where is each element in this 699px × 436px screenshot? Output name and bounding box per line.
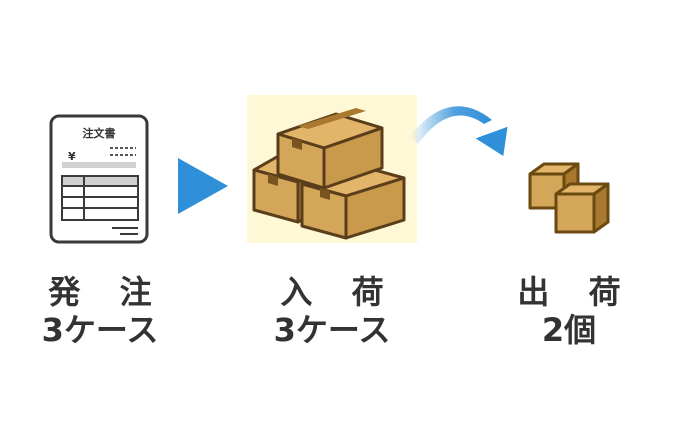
step-arrival-title: 入 荷 xyxy=(280,273,398,311)
order-form-heading: 注文書 xyxy=(83,126,116,140)
step-order-label: 発 注 3ケース xyxy=(20,273,180,349)
step-shipment-label: 出 荷 2個 xyxy=(494,273,644,349)
step-shipment-detail: 2個 xyxy=(541,311,597,349)
purchase-order-icon: 注文書 ¥ xyxy=(49,114,149,244)
curved-arrow-icon xyxy=(410,106,508,157)
step-shipment-title: 出 荷 xyxy=(517,273,635,311)
step-order-title: 発 注 xyxy=(48,273,166,311)
step-arrival-detail: 3ケース xyxy=(273,311,391,349)
step-order-detail: 3ケース xyxy=(41,311,159,349)
two-small-boxes-icon xyxy=(528,162,610,234)
stacked-boxes-icon xyxy=(252,108,406,240)
step-arrival-label: 入 荷 3ケース xyxy=(252,273,412,349)
play-arrow-icon xyxy=(178,158,228,214)
yen-symbol: ¥ xyxy=(68,150,76,163)
